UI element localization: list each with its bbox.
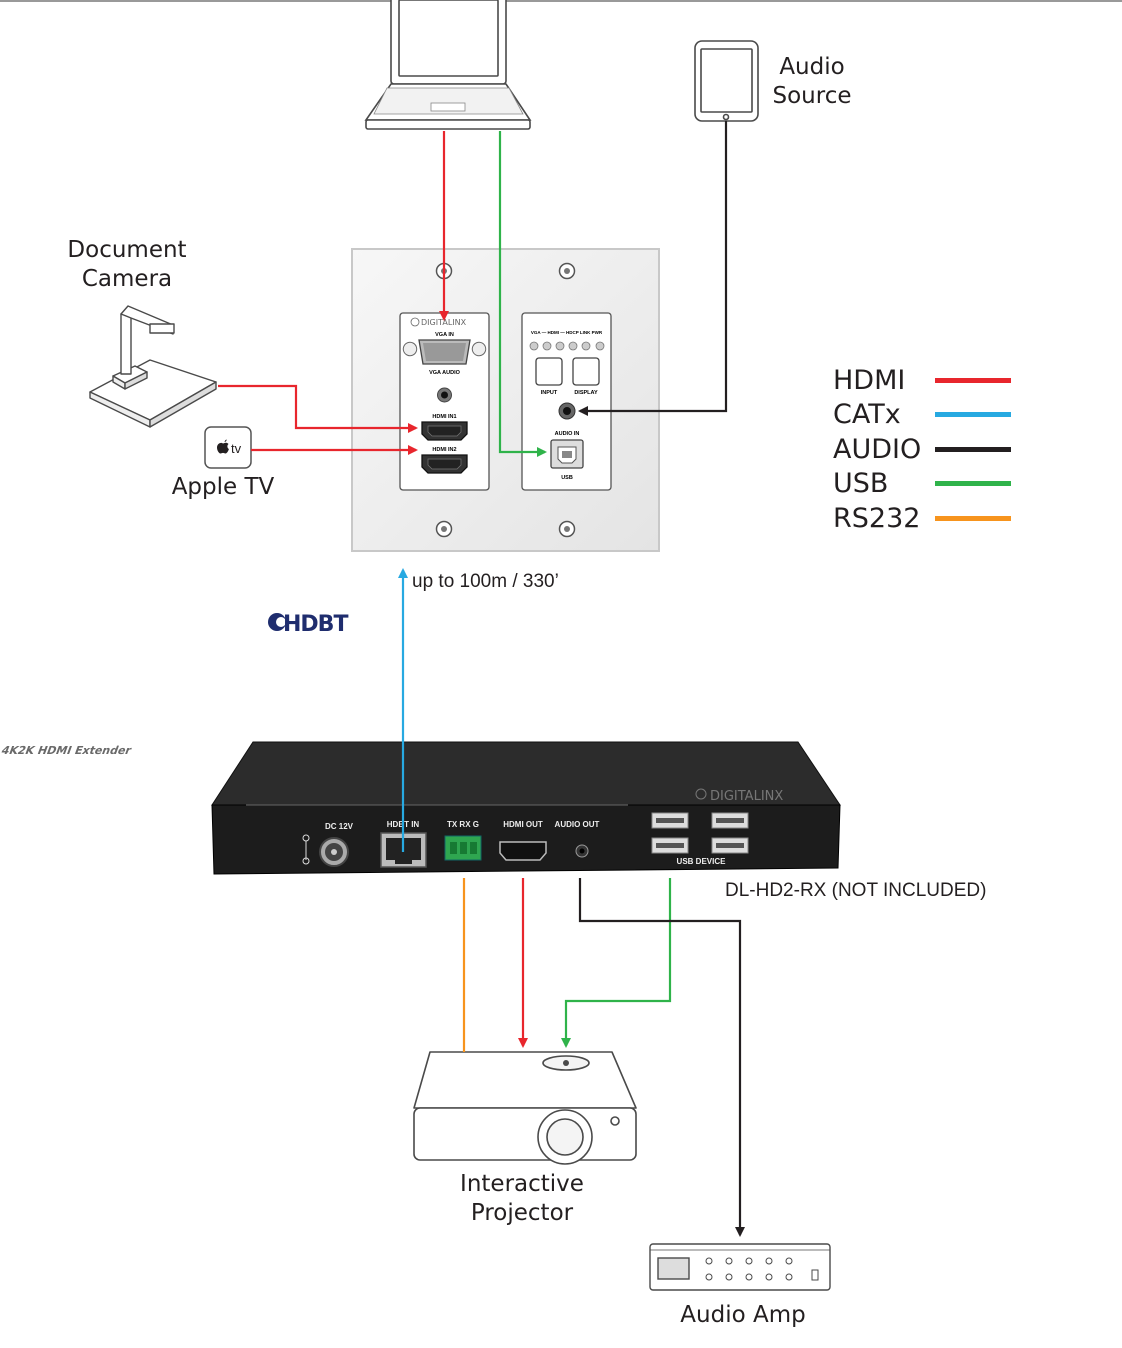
projector-label-line2: Projector — [470, 1200, 574, 1226]
legend-item-catx: CATx — [833, 399, 1011, 430]
laptop-usb-line — [498, 131, 547, 457]
audio-source-label-line1: Audio — [779, 54, 845, 80]
vga-audio-label: VGA AUDIO — [429, 370, 460, 376]
wallplate-left-module: DIGITALINX VGA IN VGA AUDIO HDMI IN1 HDM… — [399, 312, 490, 491]
plate-screw — [435, 262, 576, 538]
document-camera-label-line1: Document — [67, 237, 187, 263]
display-button-label: DISPLAY — [574, 390, 598, 396]
usb-port[interactable] — [550, 439, 584, 469]
dc-label: DC 12V — [325, 822, 354, 831]
projector-icon — [413, 1051, 637, 1165]
hdmi-out-port[interactable] — [499, 841, 547, 861]
indicator-labels: VGA — HDMI — HDCP LINK PWR — [531, 330, 603, 335]
projector-usb-line — [561, 878, 672, 1048]
apple-tv-icon: tv — [204, 426, 252, 469]
hdmi-in2-label: HDMI IN2 — [432, 447, 456, 453]
legend-swatch-audio — [935, 447, 1011, 452]
receiver-unit: 4K2K HDMI Extender DIGITALINX DC 12V HDB… — [0, 741, 841, 875]
legend-item-hdmi: HDMI — [833, 365, 1011, 396]
legend-label: USB — [833, 468, 889, 499]
legend-item-audio: AUDIO — [833, 434, 1011, 465]
audio-source-label: Audio Source — [762, 53, 862, 111]
audio-source-label-line2: Source — [772, 83, 852, 109]
rs232-label: TX RX G — [447, 820, 479, 829]
projector-label: Interactive Projector — [447, 1170, 597, 1228]
hdmi-in1-label: HDMI IN1 — [432, 414, 456, 420]
wallplate-brand: DIGITALINX — [421, 318, 467, 327]
apple-tv-badge-text: tv — [231, 441, 242, 456]
usb-device-label: USB DEVICE — [677, 857, 727, 866]
receiver-brand: DIGITALINX — [710, 789, 783, 804]
connection-lines — [218, 121, 745, 1237]
legend-swatch-rs232 — [935, 516, 1011, 521]
legend-swatch-hdmi — [935, 378, 1011, 383]
audio-amp-icon — [649, 1243, 831, 1291]
legend-label: HDMI — [833, 365, 906, 396]
vga-in-label: VGA IN — [435, 332, 454, 338]
status-leds — [529, 341, 605, 351]
distance-label: up to 100m / 330’ — [412, 571, 559, 592]
legend-label: AUDIO — [833, 434, 922, 465]
display-button[interactable] — [572, 357, 600, 386]
vga-audio-jack[interactable] — [437, 387, 452, 403]
vga-port[interactable] — [402, 339, 487, 365]
receiver-model-label: DL-HD2-RX (NOT INCLUDED) — [725, 880, 987, 901]
dc-power-jack[interactable] — [319, 837, 349, 867]
input-button-label: INPUT — [541, 390, 558, 396]
audio-in-jack[interactable] — [558, 402, 576, 420]
hdbt-logo: HDBT — [268, 612, 349, 637]
hdbt-logo-text: HDBT — [283, 612, 348, 637]
legend-label: CATx — [833, 399, 901, 430]
digitalinx-logo-icon — [410, 317, 420, 327]
input-button[interactable] — [535, 357, 563, 386]
legend-label: RS232 — [833, 503, 921, 534]
legend-swatch-catx — [935, 412, 1011, 417]
tablet-icon — [694, 40, 759, 122]
hdmi-out-label: HDMI OUT — [503, 820, 543, 829]
amp-audio-line — [578, 878, 745, 1237]
audio-out-label: AUDIO OUT — [555, 820, 600, 829]
polarity-icon — [302, 834, 310, 865]
rs232-terminal[interactable] — [444, 835, 482, 861]
usb-label: USB — [561, 475, 573, 481]
tablet-audio-line — [578, 121, 728, 416]
apple-tv-label: Apple TV — [171, 474, 275, 500]
document-camera-label: Document Camera — [57, 236, 197, 294]
document-camera-label-line2: Camera — [81, 266, 173, 292]
legend-item-usb: USB — [833, 468, 1011, 499]
legend-item-rs232: RS232 — [833, 503, 1011, 534]
legend-swatch-usb — [935, 481, 1011, 486]
audio-in-label: AUDIO IN — [555, 431, 580, 437]
audio-amp-label: Audio Amp — [680, 1302, 806, 1328]
receiver-top-print: 4K2K HDMI Extender — [0, 743, 134, 757]
laptop-icon — [364, 0, 532, 130]
projector-label-line1: Interactive — [460, 1171, 584, 1197]
wallplate-right-module: VGA — HDMI — HDCP LINK PWR INPUT DISPLAY… — [521, 312, 612, 491]
audio-out-jack[interactable] — [575, 844, 589, 858]
document-camera-icon — [89, 305, 217, 428]
wall-plate: DIGITALINX VGA IN VGA AUDIO HDMI IN1 HDM… — [351, 248, 660, 552]
doc-camera-hdmi-line — [218, 384, 418, 433]
